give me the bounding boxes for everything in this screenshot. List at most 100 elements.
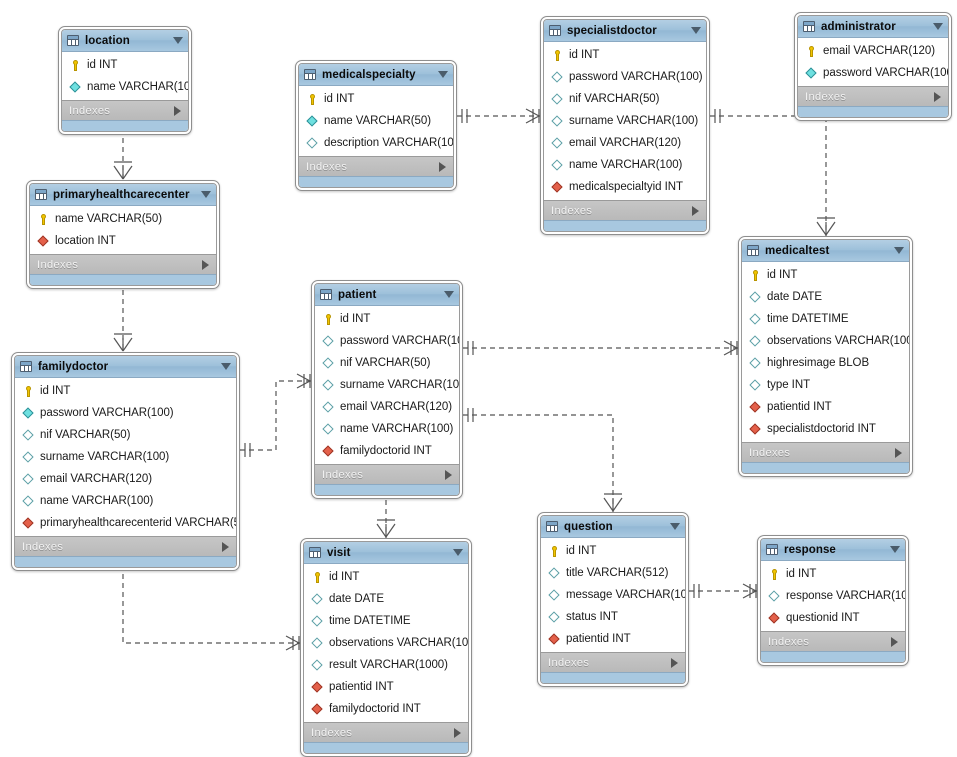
chevron-right-icon[interactable] xyxy=(174,105,181,116)
column-row[interactable]: location INT xyxy=(30,230,216,252)
column-row[interactable]: familydoctorid INT xyxy=(315,440,459,462)
column-row[interactable]: id INT xyxy=(541,540,685,562)
column-row[interactable]: time DATETIME xyxy=(304,610,468,632)
indexes-section-medicalspecialty[interactable]: Indexes xyxy=(299,156,453,176)
column-row[interactable]: name VARCHAR(50) xyxy=(30,208,216,230)
chevron-right-icon[interactable] xyxy=(895,447,902,458)
indexes-section-patient[interactable]: Indexes xyxy=(315,464,459,484)
column-row[interactable]: response VARCHAR(1000) xyxy=(761,585,905,607)
indexes-section-specialistdoctor[interactable]: Indexes xyxy=(544,200,706,220)
column-row[interactable]: observations VARCHAR(1000) xyxy=(742,330,909,352)
chevron-down-icon[interactable] xyxy=(201,191,211,198)
column-row[interactable]: id INT xyxy=(15,380,236,402)
indexes-section-primaryhealthcarecenter[interactable]: Indexes xyxy=(30,254,216,274)
entity-header-primaryhealthcarecenter[interactable]: primaryhealthcarecenter xyxy=(30,184,216,206)
column-row[interactable]: id INT xyxy=(299,88,453,110)
chevron-right-icon[interactable] xyxy=(692,205,699,216)
column-row[interactable]: date DATE xyxy=(304,588,468,610)
column-row[interactable]: nif VARCHAR(50) xyxy=(544,88,706,110)
column-row[interactable]: surname VARCHAR(100) xyxy=(315,374,459,396)
column-row[interactable]: type INT xyxy=(742,374,909,396)
column-row[interactable]: result VARCHAR(1000) xyxy=(304,654,468,676)
column-row[interactable]: password VARCHAR(100) xyxy=(798,62,948,84)
column-row[interactable]: email VARCHAR(120) xyxy=(315,396,459,418)
entity-header-administrator[interactable]: administrator xyxy=(798,16,948,38)
column-row[interactable]: id INT xyxy=(761,563,905,585)
column-row[interactable]: id INT xyxy=(315,308,459,330)
column-row[interactable]: familydoctorid INT xyxy=(304,698,468,720)
column-row[interactable]: date DATE xyxy=(742,286,909,308)
indexes-section-medicaltest[interactable]: Indexes xyxy=(742,442,909,462)
column-row[interactable]: name VARCHAR(100) xyxy=(62,76,188,98)
entity-header-visit[interactable]: visit xyxy=(304,542,468,564)
column-row[interactable]: id INT xyxy=(62,54,188,76)
column-row[interactable]: email VARCHAR(120) xyxy=(15,468,236,490)
chevron-right-icon[interactable] xyxy=(445,469,452,480)
chevron-down-icon[interactable] xyxy=(444,291,454,298)
column-row[interactable]: name VARCHAR(50) xyxy=(299,110,453,132)
column-row[interactable]: questionid INT xyxy=(761,607,905,629)
column-row[interactable]: specialistdoctorid INT xyxy=(742,418,909,440)
chevron-down-icon[interactable] xyxy=(894,247,904,254)
column-row[interactable]: primaryhealthcarecenterid VARCHAR(50) xyxy=(15,512,236,534)
entity-header-medicalspecialty[interactable]: medicalspecialty xyxy=(299,64,453,86)
entity-header-familydoctor[interactable]: familydoctor xyxy=(15,356,236,378)
column-row[interactable]: surname VARCHAR(100) xyxy=(15,446,236,468)
column-row[interactable]: nif VARCHAR(50) xyxy=(315,352,459,374)
column-row[interactable]: id INT xyxy=(304,566,468,588)
column-row[interactable]: medicalspecialtyid INT xyxy=(544,176,706,198)
entity-header-location[interactable]: location xyxy=(62,30,188,52)
chevron-down-icon[interactable] xyxy=(691,27,701,34)
chevron-right-icon[interactable] xyxy=(891,636,898,647)
column-row[interactable]: email VARCHAR(120) xyxy=(798,40,948,62)
column-row[interactable]: observations VARCHAR(1000) xyxy=(304,632,468,654)
column-row[interactable]: email VARCHAR(120) xyxy=(544,132,706,154)
column-row[interactable]: message VARCHAR(1000) xyxy=(541,584,685,606)
column-row[interactable]: password VARCHAR(100) xyxy=(544,66,706,88)
indexes-section-question[interactable]: Indexes xyxy=(541,652,685,672)
column-row[interactable]: description VARCHAR(1000) xyxy=(299,132,453,154)
chevron-right-icon[interactable] xyxy=(454,727,461,738)
indexes-section-response[interactable]: Indexes xyxy=(761,631,905,651)
column-row[interactable]: status INT xyxy=(541,606,685,628)
column-row[interactable]: name VARCHAR(100) xyxy=(315,418,459,440)
entity-header-response[interactable]: response xyxy=(761,539,905,561)
column-row[interactable]: patientid INT xyxy=(304,676,468,698)
chevron-right-icon[interactable] xyxy=(934,91,941,102)
chevron-down-icon[interactable] xyxy=(221,363,231,370)
column-row[interactable]: title VARCHAR(512) xyxy=(541,562,685,584)
column-row[interactable]: patientid INT xyxy=(541,628,685,650)
entity-header-patient[interactable]: patient xyxy=(315,284,459,306)
chevron-right-icon[interactable] xyxy=(202,259,209,270)
column-row[interactable]: name VARCHAR(100) xyxy=(15,490,236,512)
chevron-right-icon[interactable] xyxy=(439,161,446,172)
chevron-right-icon[interactable] xyxy=(222,541,229,552)
chevron-right-icon[interactable] xyxy=(671,657,678,668)
column-row[interactable]: id INT xyxy=(742,264,909,286)
chevron-down-icon[interactable] xyxy=(438,71,448,78)
entity-header-specialistdoctor[interactable]: specialistdoctor xyxy=(544,20,706,42)
column-row[interactable]: surname VARCHAR(100) xyxy=(544,110,706,132)
indexes-section-location[interactable]: Indexes xyxy=(62,100,188,120)
column-row[interactable]: id INT xyxy=(544,44,706,66)
entity-header-question[interactable]: question xyxy=(541,516,685,538)
column-row[interactable]: password VARCHAR(100) xyxy=(15,402,236,424)
column-row[interactable]: patientid INT xyxy=(742,396,909,418)
indexes-section-visit[interactable]: Indexes xyxy=(304,722,468,742)
entity-header-medicaltest[interactable]: medicaltest xyxy=(742,240,909,262)
chevron-down-icon[interactable] xyxy=(890,546,900,553)
indexes-section-administrator[interactable]: Indexes xyxy=(798,86,948,106)
chevron-down-icon[interactable] xyxy=(933,23,943,30)
column-row[interactable]: password VARCHAR(100) xyxy=(315,330,459,352)
